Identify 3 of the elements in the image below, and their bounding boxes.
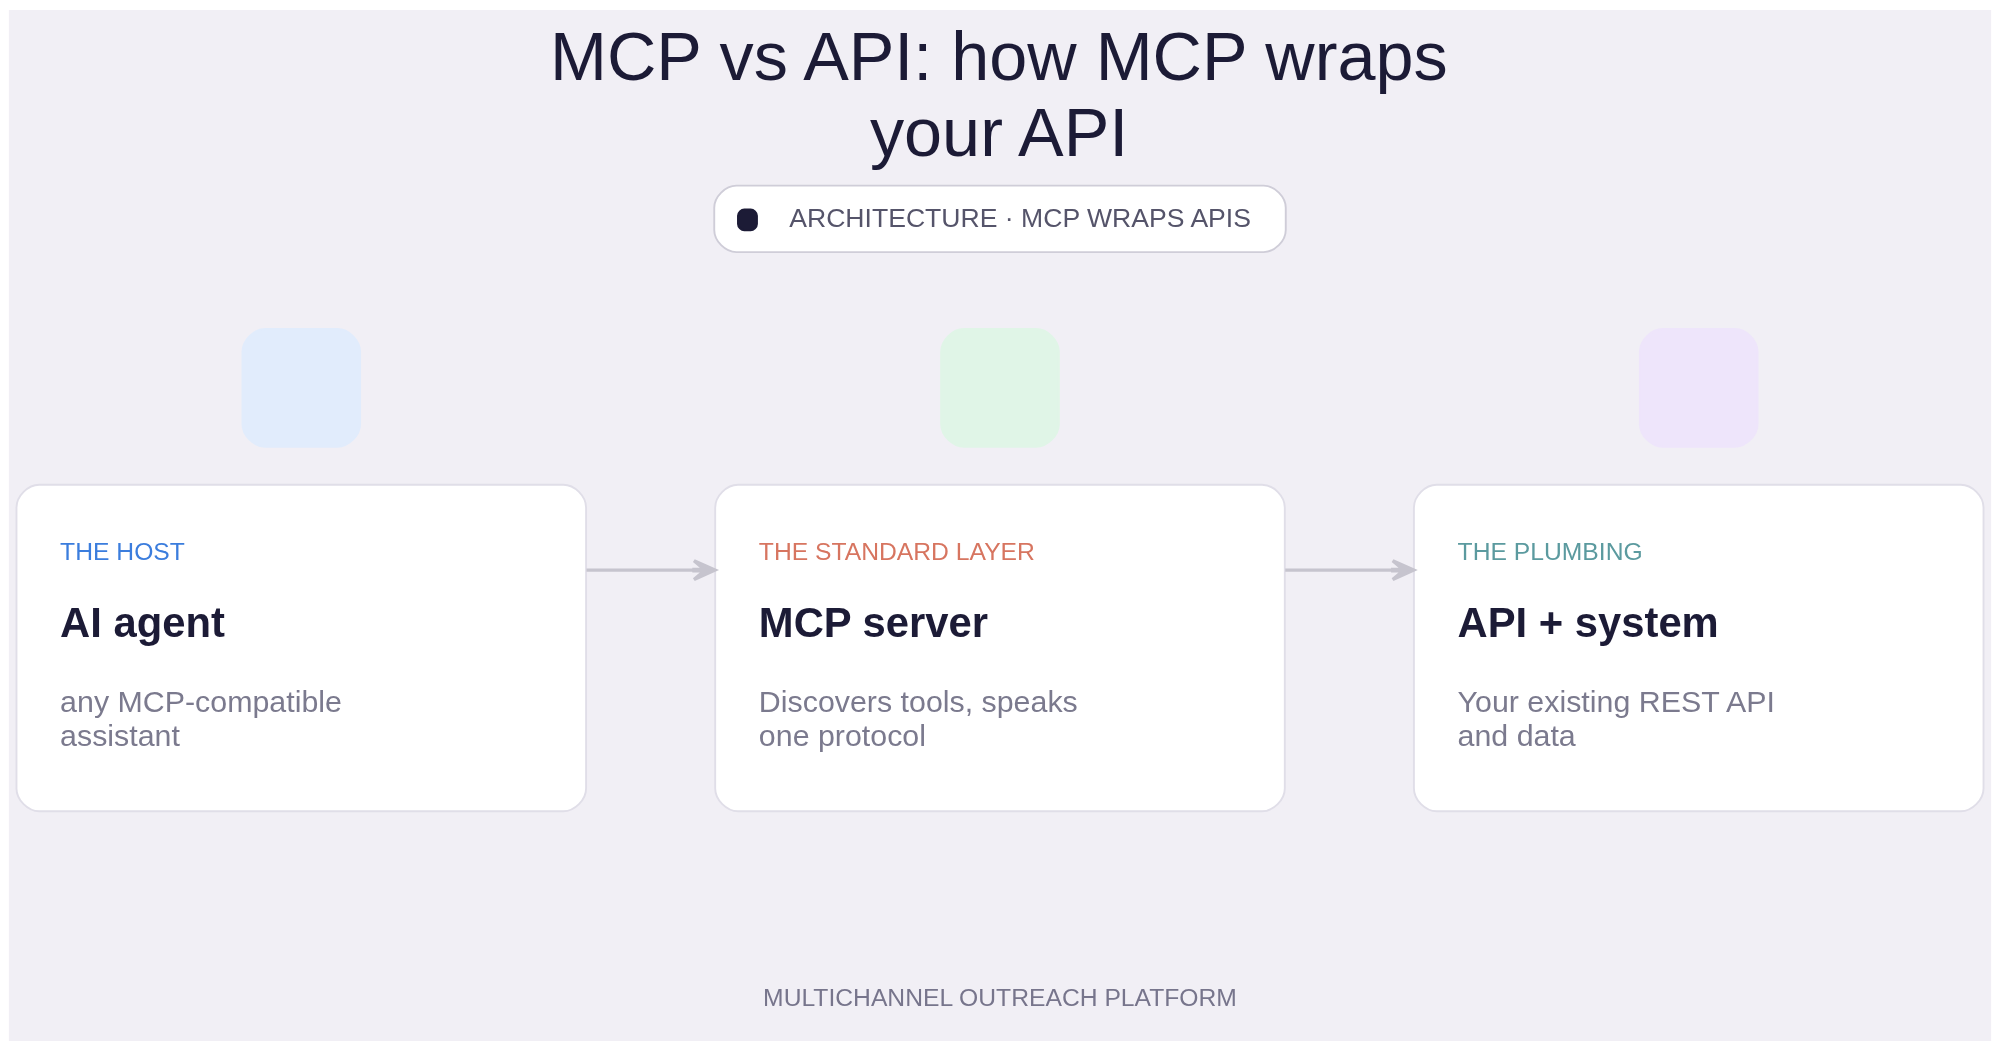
label: MULTICHANNEL OUTREACH PLATFORM — [763, 983, 1237, 1011]
label: ARCHITECTURE · MCP WRAPS APIS — [789, 202, 1251, 233]
diagram-title: MCP vs API: how MCP wraps your API — [550, 17, 1448, 170]
